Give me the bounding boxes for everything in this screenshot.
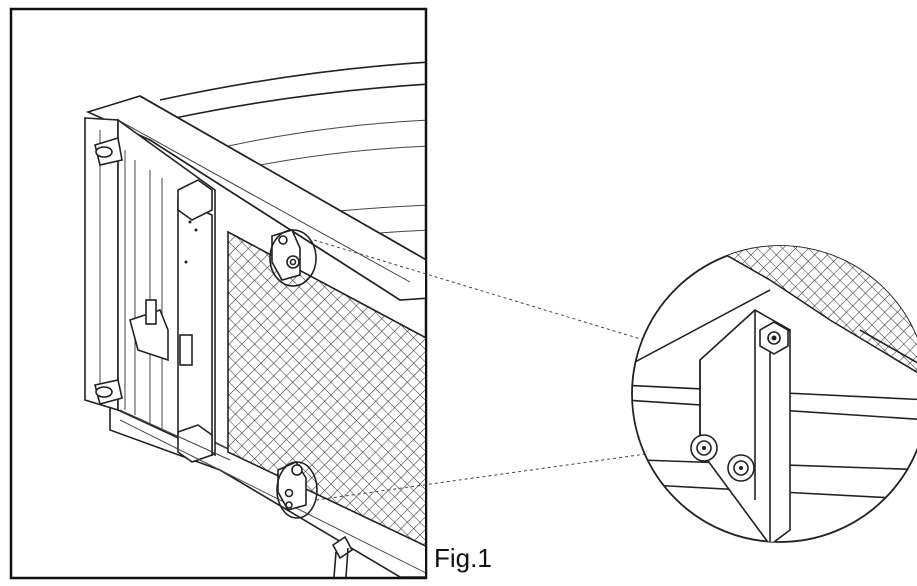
detail-callout: [631, 245, 917, 543]
mesh-panel: [227, 230, 425, 547]
treadmill-drawing: [84, 61, 425, 577]
leader-line-bottom: [315, 451, 661, 501]
figure-caption: Fig.1: [434, 543, 492, 573]
